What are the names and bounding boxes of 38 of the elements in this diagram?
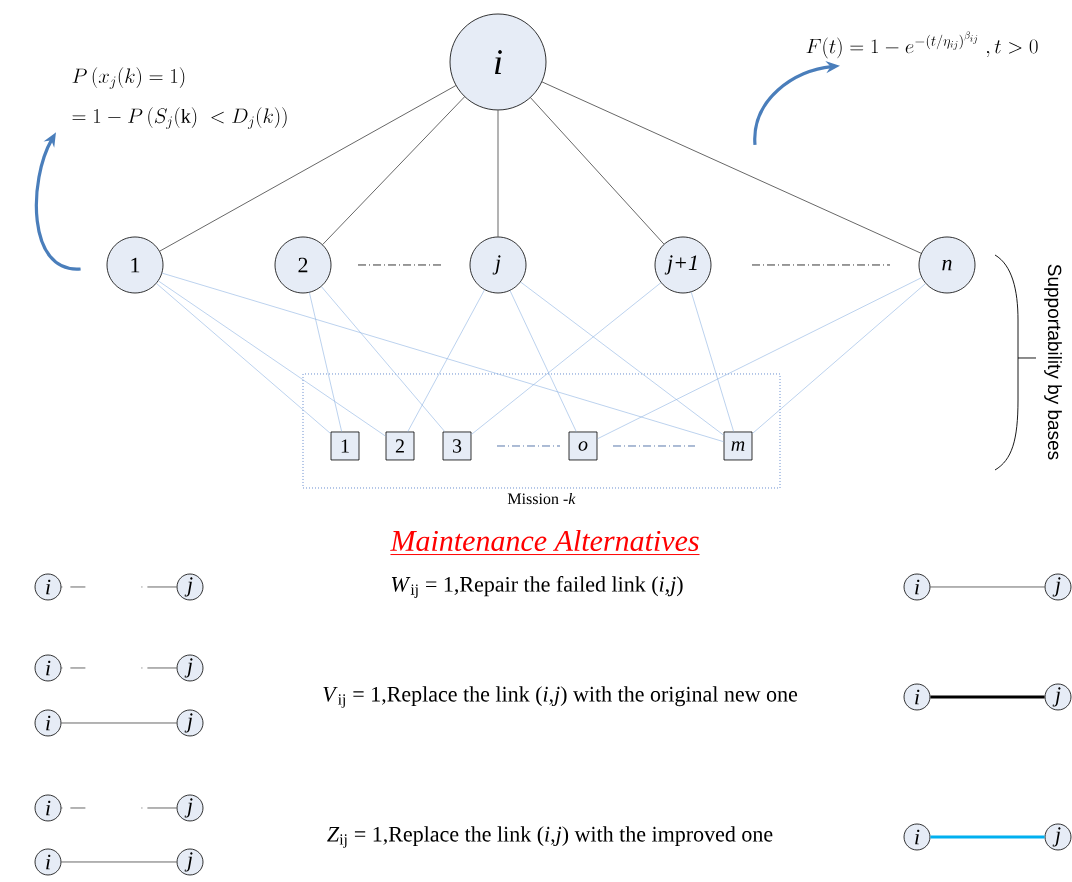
formula: $F(t)=1-e^{-\left(t/\eta_{ij}\right)^{\beta_{ij}}}\;,t>0$ xyxy=(806,31,1038,59)
link-line xyxy=(61,722,177,724)
link-line xyxy=(321,286,446,432)
side-label: Supportability by bases xyxy=(1044,264,1062,460)
link-line xyxy=(471,282,662,435)
link-line xyxy=(597,277,922,440)
link-line xyxy=(541,81,922,254)
link-line xyxy=(930,835,1045,839)
link-line xyxy=(530,97,665,245)
link-line xyxy=(158,280,386,437)
link-line xyxy=(752,283,926,434)
link-line xyxy=(156,283,331,434)
link-line xyxy=(407,289,485,432)
base-square: 1 xyxy=(330,431,360,461)
link-line xyxy=(509,290,577,432)
broken-link xyxy=(61,807,177,809)
link-line xyxy=(930,695,1045,699)
link-line xyxy=(322,96,465,245)
link-line xyxy=(159,85,457,252)
title: Maintenance Alternatives xyxy=(389,529,701,556)
base-square: 2 xyxy=(385,431,415,461)
base-square: o xyxy=(568,431,598,461)
broken-link xyxy=(61,667,177,669)
link-line xyxy=(497,110,499,237)
alternative-text: W$_{ij}$ = 1,Repair the failed link (i,j) xyxy=(391,576,683,598)
alternative-text: V$_{ij}$ = 1,Replace the link (i,j) with the original new one xyxy=(323,686,798,708)
link-line xyxy=(520,281,724,436)
formula: $P\left(x_j(k)=1\right)$ $=1-P\left(S_j(\mathrm{k})\;<D_j(k)\right)$ xyxy=(72,67,287,129)
link-line xyxy=(930,586,1045,588)
base-square: 3 xyxy=(442,431,472,461)
link-line xyxy=(61,861,177,863)
node-label: Mission -k xyxy=(507,492,576,505)
link-line xyxy=(161,272,724,442)
base-square: m xyxy=(723,431,753,461)
link-line xyxy=(690,291,734,432)
broken-link xyxy=(61,586,177,588)
link-line xyxy=(309,292,342,432)
alternative-text: Z$_{ij}$ = 1,Replace the link (i,j) with the improved one xyxy=(327,826,773,848)
